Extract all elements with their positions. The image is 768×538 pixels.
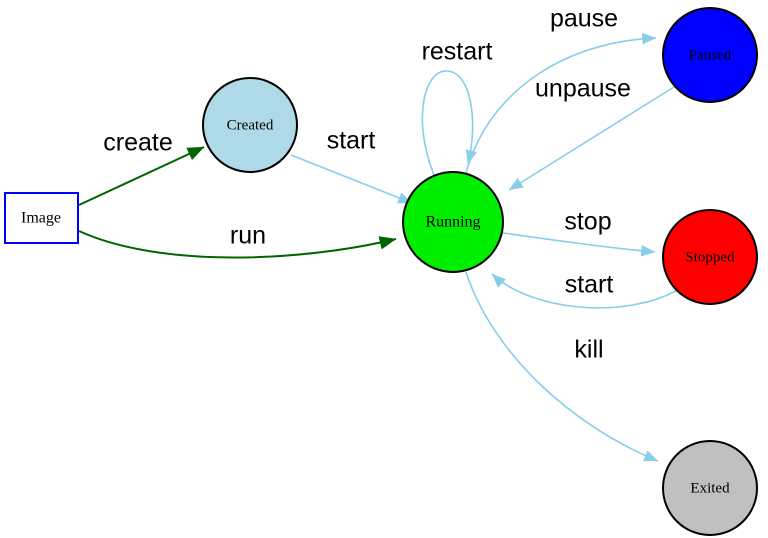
edge-label-start-stopped-running: start bbox=[565, 271, 614, 299]
edge-run[interactable] bbox=[78, 230, 397, 259]
edge-kill[interactable] bbox=[465, 271, 659, 462]
edge-create[interactable] bbox=[78, 146, 205, 206]
edge-stop[interactable] bbox=[502, 232, 656, 257]
node-created-shape[interactable] bbox=[202, 77, 298, 173]
node-created-label: Created bbox=[227, 117, 274, 133]
edge-start-stopped-running[interactable] bbox=[491, 273, 677, 309]
edge-labels-layer: create run start restart pause unpause s… bbox=[103, 5, 631, 364]
node-image[interactable]: Image bbox=[4, 192, 79, 244]
edge-pause[interactable] bbox=[465, 32, 657, 174]
edge-start-created-running[interactable] bbox=[290, 154, 413, 204]
node-image-label: Image bbox=[21, 210, 61, 227]
node-exited-shape[interactable] bbox=[662, 440, 758, 536]
edge-label-run: run bbox=[230, 222, 266, 250]
node-created[interactable]: Created bbox=[202, 77, 298, 173]
nodes-layer: Image Created Running Paused Stopped Exi bbox=[4, 7, 758, 536]
edge-label-unpause: unpause bbox=[535, 75, 631, 103]
node-running-shape[interactable] bbox=[402, 171, 504, 273]
edge-label-stop: stop bbox=[564, 208, 611, 236]
edge-label-start-created-running: start bbox=[327, 127, 376, 155]
node-running-label: Running bbox=[425, 214, 480, 231]
node-exited[interactable]: Exited bbox=[662, 440, 758, 536]
node-image-shape[interactable] bbox=[4, 192, 79, 244]
edge-label-pause: pause bbox=[550, 5, 618, 33]
node-paused[interactable]: Paused bbox=[662, 7, 758, 103]
node-stopped[interactable]: Stopped bbox=[662, 209, 758, 305]
node-paused-label: Paused bbox=[689, 47, 732, 63]
node-paused-shape[interactable] bbox=[662, 7, 758, 103]
node-running[interactable]: Running bbox=[402, 171, 504, 273]
edge-restart[interactable] bbox=[421, 70, 477, 176]
edge-label-restart: restart bbox=[422, 38, 493, 66]
node-stopped-shape[interactable] bbox=[662, 209, 758, 305]
node-exited-label: Exited bbox=[690, 480, 730, 496]
edge-label-create: create bbox=[103, 129, 172, 157]
edge-unpause[interactable] bbox=[508, 86, 675, 191]
edge-label-kill: kill bbox=[574, 336, 603, 364]
edges-layer bbox=[78, 32, 677, 462]
node-stopped-label: Stopped bbox=[685, 249, 735, 265]
